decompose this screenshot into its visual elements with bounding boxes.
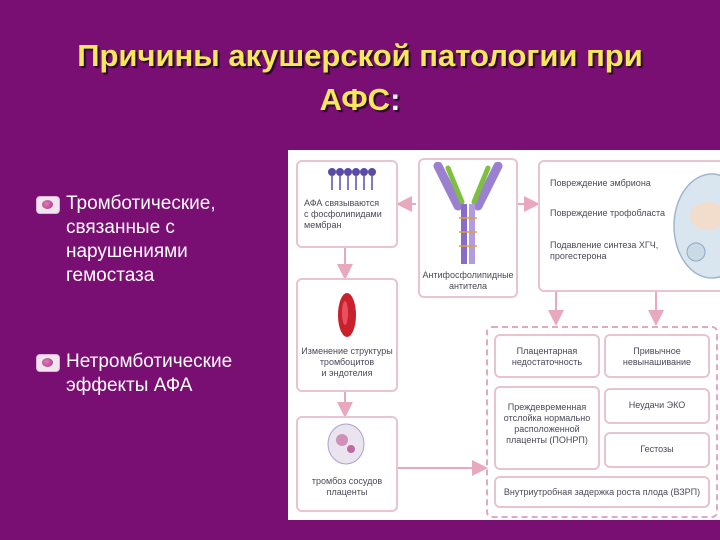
trophoblast-damage-label: Повреждение трофобласта	[550, 208, 666, 218]
outcomes-group	[486, 326, 718, 518]
bullet-item: Тромботические, связанные с нарушениями …	[34, 192, 284, 288]
embryo-icon	[673, 173, 720, 279]
pathology-diagram: АФА связываются с фосфолипидами мембран …	[288, 150, 720, 520]
title-afs: АФС	[319, 82, 391, 117]
platelet-icon	[338, 293, 356, 337]
gestosis-label: Гестозы	[640, 444, 674, 454]
antibodies-label: Антифосфолипидные антитела	[422, 270, 514, 291]
title-colon: :	[390, 82, 401, 117]
bullet-item: Нетромботические эффекты АФА	[34, 350, 284, 398]
gestosis-box	[604, 432, 710, 468]
placental-insufficiency-label: Плацентарная недостаточность	[511, 346, 583, 367]
iugr-box	[494, 476, 710, 508]
title-line-1: Причины акушерской патологии при	[77, 38, 643, 73]
placental-insufficiency-box	[494, 334, 600, 378]
bullet-text: Тромботические, связанные с нарушениями …	[66, 193, 216, 286]
habitual-miscarriage-label: Привычное невынашивание	[622, 346, 692, 367]
ivf-failures-box	[604, 388, 710, 424]
bullet-icon	[36, 354, 60, 372]
slide-title: Причины акушерской патологии при АФС:	[20, 34, 700, 122]
bullet-list: Тромботические, связанные с нарушениями …	[34, 192, 284, 398]
bullet-icon	[36, 196, 60, 214]
antibodies-box	[418, 158, 518, 298]
afa-bind-label: АФА связываются с фосфолипидами мембран	[304, 198, 382, 230]
iugr-label: Внутриутробная задержка роста плода (ВЗР…	[503, 487, 701, 497]
embryo-damage-label: Повреждение эмбриона	[550, 178, 651, 188]
title-line-2: АФС:	[20, 78, 700, 122]
abruption-label: Преждевременная отслойка нормально распо…	[503, 402, 591, 445]
structure-change-label: Изменение структуры тромбоцитов и эндоте…	[301, 346, 393, 378]
thrombosis-label: тромбоз сосудов плаценты	[311, 476, 383, 497]
antibody-icon	[433, 162, 503, 264]
vessel-icon	[327, 423, 365, 465]
habitual-miscarriage-box	[604, 334, 710, 378]
phospholipid-icon	[328, 168, 376, 190]
hcg-suppression-label: Подавление синтеза ХГЧ, прогестерона	[550, 240, 659, 261]
bullet-text: Нетромботические эффекты АФА	[66, 351, 233, 396]
abruption-box	[494, 386, 600, 470]
ivf-failures-label: Неудачи ЭКО	[628, 400, 686, 410]
